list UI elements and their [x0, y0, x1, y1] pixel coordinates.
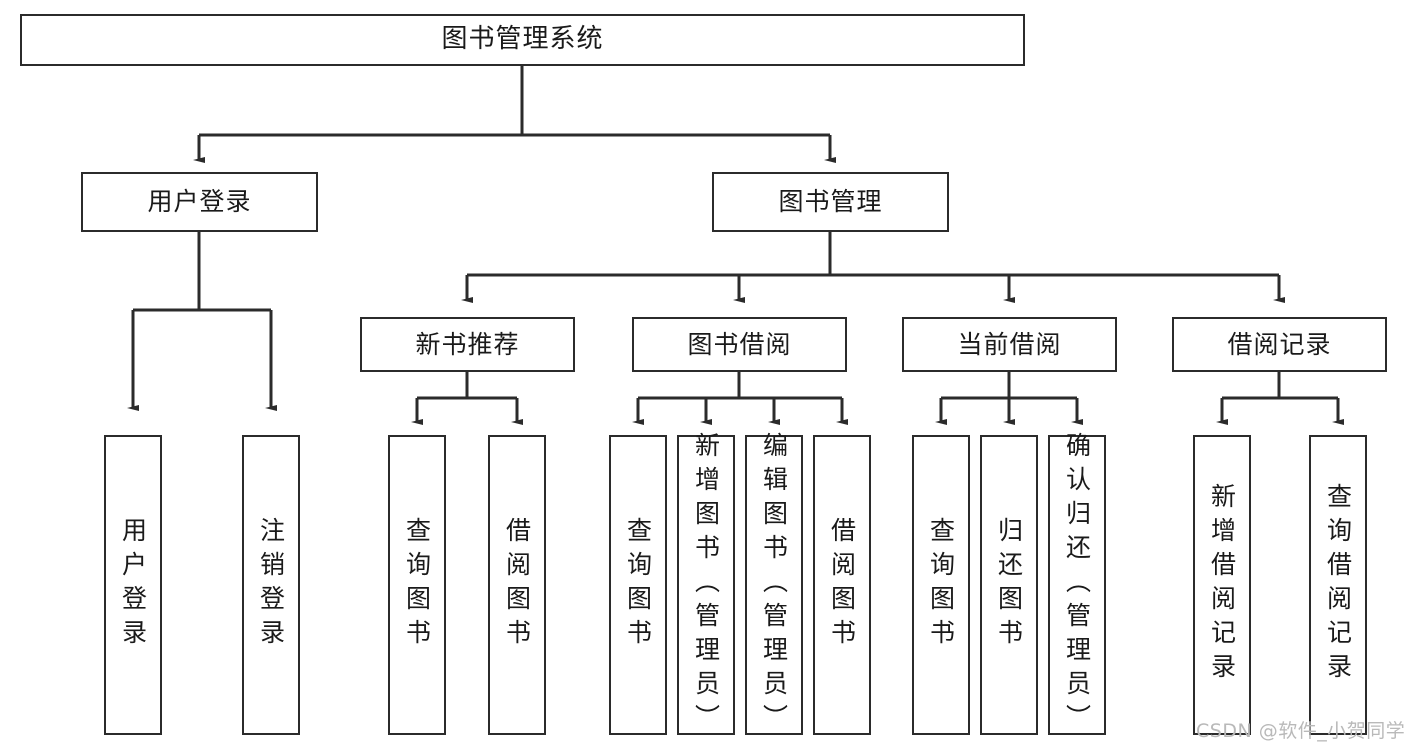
leaf-label: 编辑图书（管理员） [759, 432, 789, 738]
leaf-label: 查询图书 [623, 517, 653, 653]
leaf-label: 新增借阅记录 [1207, 483, 1237, 687]
leaf-label: 注销登录 [256, 517, 286, 653]
leaf-user-login-login[interactable]: 用户登录 [104, 435, 162, 735]
leaf-book-borrow-borrow[interactable]: 借阅图书 [813, 435, 871, 735]
leaf-new-book-borrow[interactable]: 借阅图书 [488, 435, 546, 735]
leaf-label: 借阅图书 [502, 517, 532, 653]
watermark-credit: CSDN @软件_小贺同学 [1196, 720, 1405, 742]
leaf-user-login-logout[interactable]: 注销登录 [242, 435, 300, 735]
leaf-label: 查询图书 [402, 517, 432, 653]
leaf-book-borrow-add[interactable]: 新增图书（管理员） [677, 432, 735, 738]
node-current-borrow[interactable]: 当前借阅 [902, 317, 1117, 372]
leaf-label: 查询图书 [926, 517, 956, 653]
leaf-borrow-record-add[interactable]: 新增借阅记录 [1193, 435, 1251, 735]
leaf-book-borrow-edit[interactable]: 编辑图书（管理员） [745, 432, 803, 738]
leaf-label: 借阅图书 [827, 517, 857, 653]
node-borrow-record[interactable]: 借阅记录 [1172, 317, 1387, 372]
leaf-label: 查询借阅记录 [1323, 483, 1353, 687]
node-book-borrow-label: 图书借阅 [687, 329, 792, 359]
leaf-label: 归还图书 [994, 517, 1024, 653]
node-new-book-recommend-label: 新书推荐 [415, 329, 520, 359]
node-book-management[interactable]: 图书管理 [712, 172, 949, 232]
node-user-login[interactable]: 用户登录 [81, 172, 318, 232]
leaf-new-book-query[interactable]: 查询图书 [388, 435, 446, 735]
node-book-management-label: 图书管理 [778, 187, 883, 216]
leaf-label: 新增图书（管理员） [691, 432, 721, 738]
leaf-current-borrow-return[interactable]: 归还图书 [980, 435, 1038, 735]
leaf-current-borrow-confirm-return[interactable]: 确认归还（管理员） [1048, 432, 1106, 738]
leaf-label: 确认归还（管理员） [1062, 432, 1092, 738]
node-book-borrow[interactable]: 图书借阅 [632, 317, 847, 372]
node-root-label: 图书管理系统 [441, 24, 604, 55]
leaf-label: 用户登录 [118, 517, 148, 653]
leaf-borrow-record-query[interactable]: 查询借阅记录 [1309, 435, 1367, 735]
node-new-book-recommend[interactable]: 新书推荐 [360, 317, 575, 372]
node-borrow-record-label: 借阅记录 [1227, 329, 1332, 359]
leaf-book-borrow-query[interactable]: 查询图书 [609, 435, 667, 735]
leaf-current-borrow-query[interactable]: 查询图书 [912, 435, 970, 735]
node-root-system[interactable]: 图书管理系统 [20, 14, 1025, 66]
node-user-login-label: 用户登录 [147, 187, 252, 216]
node-current-borrow-label: 当前借阅 [957, 329, 1062, 359]
